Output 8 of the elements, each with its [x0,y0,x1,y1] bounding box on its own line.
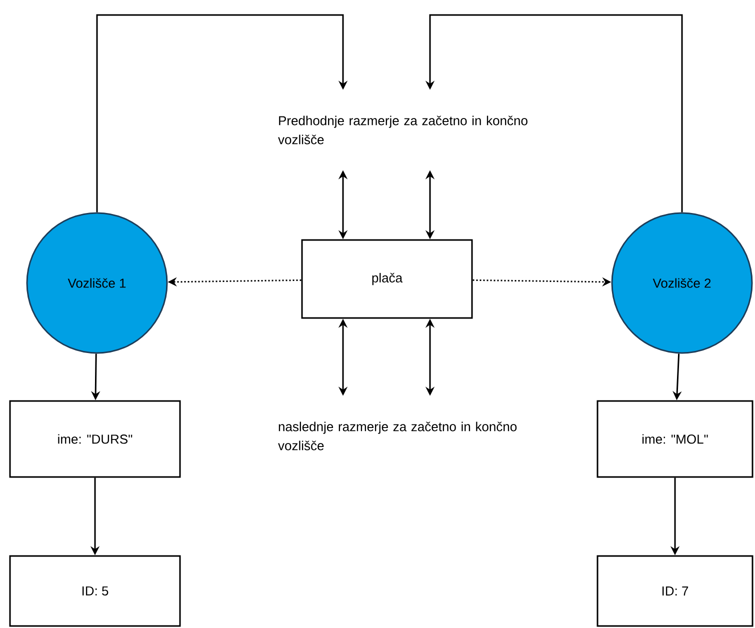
node-box: ID: 7 [596,555,754,627]
node-box: ID: 5 [9,555,181,627]
node-box: ime: "MOL" [596,400,754,478]
relationship-text: Predhodnje razmerje za začetno in končno vozlišče [278,116,528,144]
arrow [96,14,348,212]
relationship-text: naslednje razmerje za začetno in končno vozlišče [278,422,517,450]
node-box: ime: "DURS" [9,400,181,478]
node-box: plača [301,239,473,319]
